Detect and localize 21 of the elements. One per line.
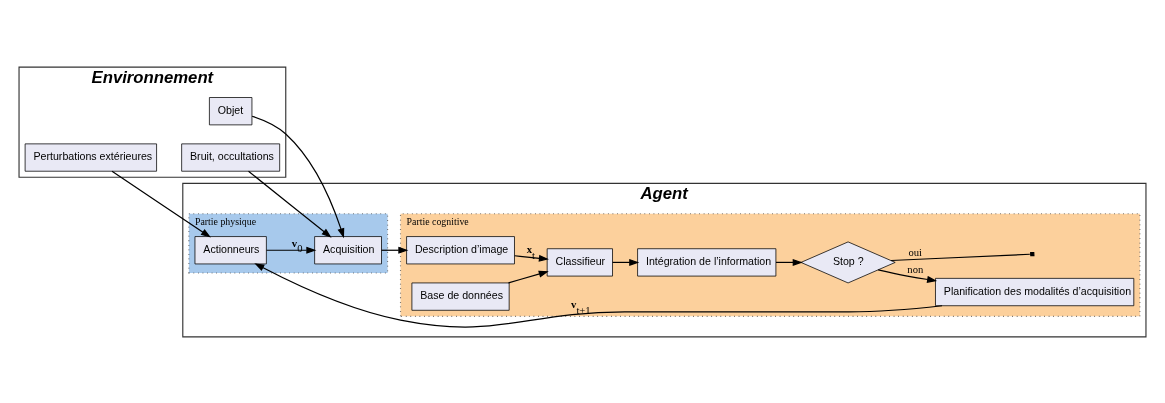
arrow [514, 254, 549, 262]
arrow [111, 170, 211, 238]
node-box: Classifieur [546, 247, 613, 276]
node-diamond: Stop ? [800, 241, 896, 283]
arrow [507, 270, 549, 283]
node-box: Acquisition [314, 235, 382, 264]
node-box: Base de données [411, 282, 510, 311]
connector [890, 253, 1031, 261]
arrow [247, 170, 332, 238]
arrow [265, 246, 317, 254]
node-box: Actionneurs [194, 235, 267, 264]
arrow [877, 268, 938, 283]
node-box: Intégration de l’information [637, 247, 777, 276]
node-box: Description d’image [406, 235, 515, 264]
node-box: Perturbations extérieures [24, 143, 157, 172]
node-box: Objet [209, 96, 253, 125]
node-box: Planification des modalités d’acquisition [935, 277, 1135, 306]
node-box: Bruit, occultations [181, 143, 281, 172]
edge-label: oui [908, 246, 923, 258]
arrow [251, 115, 345, 238]
edge-label: non [907, 263, 924, 275]
